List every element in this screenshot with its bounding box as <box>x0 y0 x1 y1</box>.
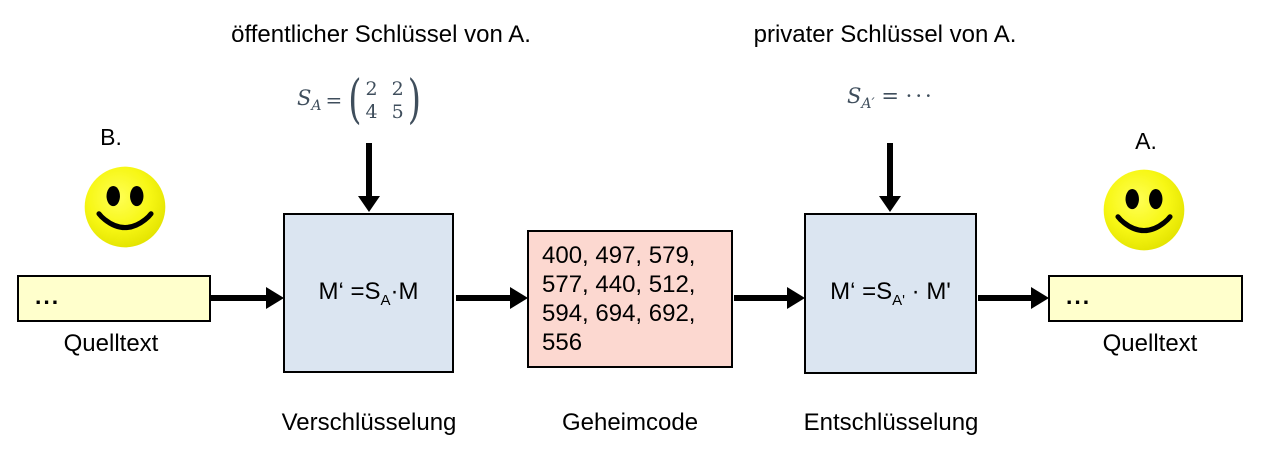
decryption-formula: M‘ =SA' · M' <box>830 278 951 309</box>
public-key-symbol: SA <box>297 85 322 115</box>
ciphertext-box: 400, 497, 579, 577, 440, 512, 594, 694, … <box>527 230 733 368</box>
smiley-face-a-icon <box>1103 169 1185 251</box>
private-key-symbol: SA′ <box>847 84 875 113</box>
cipher-line: 594, 694, 692, <box>542 300 696 327</box>
private-key-formula: SA′ = ··· <box>847 84 935 112</box>
smiley-face-b-icon <box>84 166 166 248</box>
arrow-cipher-to-decrypt <box>734 287 805 309</box>
matrix-cell: 2 <box>391 77 404 100</box>
equals-sign: = <box>881 84 906 108</box>
public-key-title: öffentlicher Schlüssel von A. <box>231 21 531 48</box>
arrow-encrypt-to-cipher <box>456 287 528 309</box>
arrow-decrypt-to-source <box>978 287 1049 309</box>
source-text-label-left: Quelltext <box>63 330 159 357</box>
decryption-box: M‘ =SA' · M' <box>804 213 977 374</box>
matrix-cell: 5 <box>391 100 404 123</box>
cipher-line: 577, 440, 512, <box>542 271 696 298</box>
source-text-box-right: ... <box>1048 275 1243 322</box>
encryption-formula: M‘ =SA·M <box>318 277 419 309</box>
public-key-formula: SA = ( 2 2 4 5 ) <box>297 69 421 131</box>
equals-sign: = <box>325 88 343 112</box>
private-key-down-arrow <box>879 143 901 212</box>
matrix-open-paren: ( <box>348 69 362 131</box>
encryption-label: Verschlüsselung <box>281 409 457 436</box>
source-text-box-left: ... <box>17 275 211 322</box>
matrix-cell: 4 <box>365 100 378 123</box>
arrow-source-to-encrypt <box>211 287 284 309</box>
cipher-line: 400, 497, 579, <box>542 242 696 269</box>
matrix-close-paren: ) <box>407 69 421 131</box>
actor-a-label: A. <box>1135 128 1157 154</box>
public-key-down-arrow <box>358 143 380 212</box>
cipher-line: 556 <box>542 329 583 356</box>
decryption-label: Entschlüsselung <box>803 409 979 436</box>
source-text-content: ... <box>35 283 61 309</box>
ciphertext-label: Geheimcode <box>561 409 699 436</box>
matrix-cell: 2 <box>365 77 378 100</box>
encryption-box: M‘ =SA·M <box>283 213 454 373</box>
ellipsis-dots: ··· <box>905 84 935 108</box>
private-key-title: privater Schlüssel von A. <box>753 21 1017 48</box>
key-matrix: 2 2 4 5 <box>362 78 408 123</box>
source-text-content: ... <box>1066 283 1092 309</box>
source-text-label-right: Quelltext <box>1102 330 1198 357</box>
actor-b-label: B. <box>100 124 122 150</box>
